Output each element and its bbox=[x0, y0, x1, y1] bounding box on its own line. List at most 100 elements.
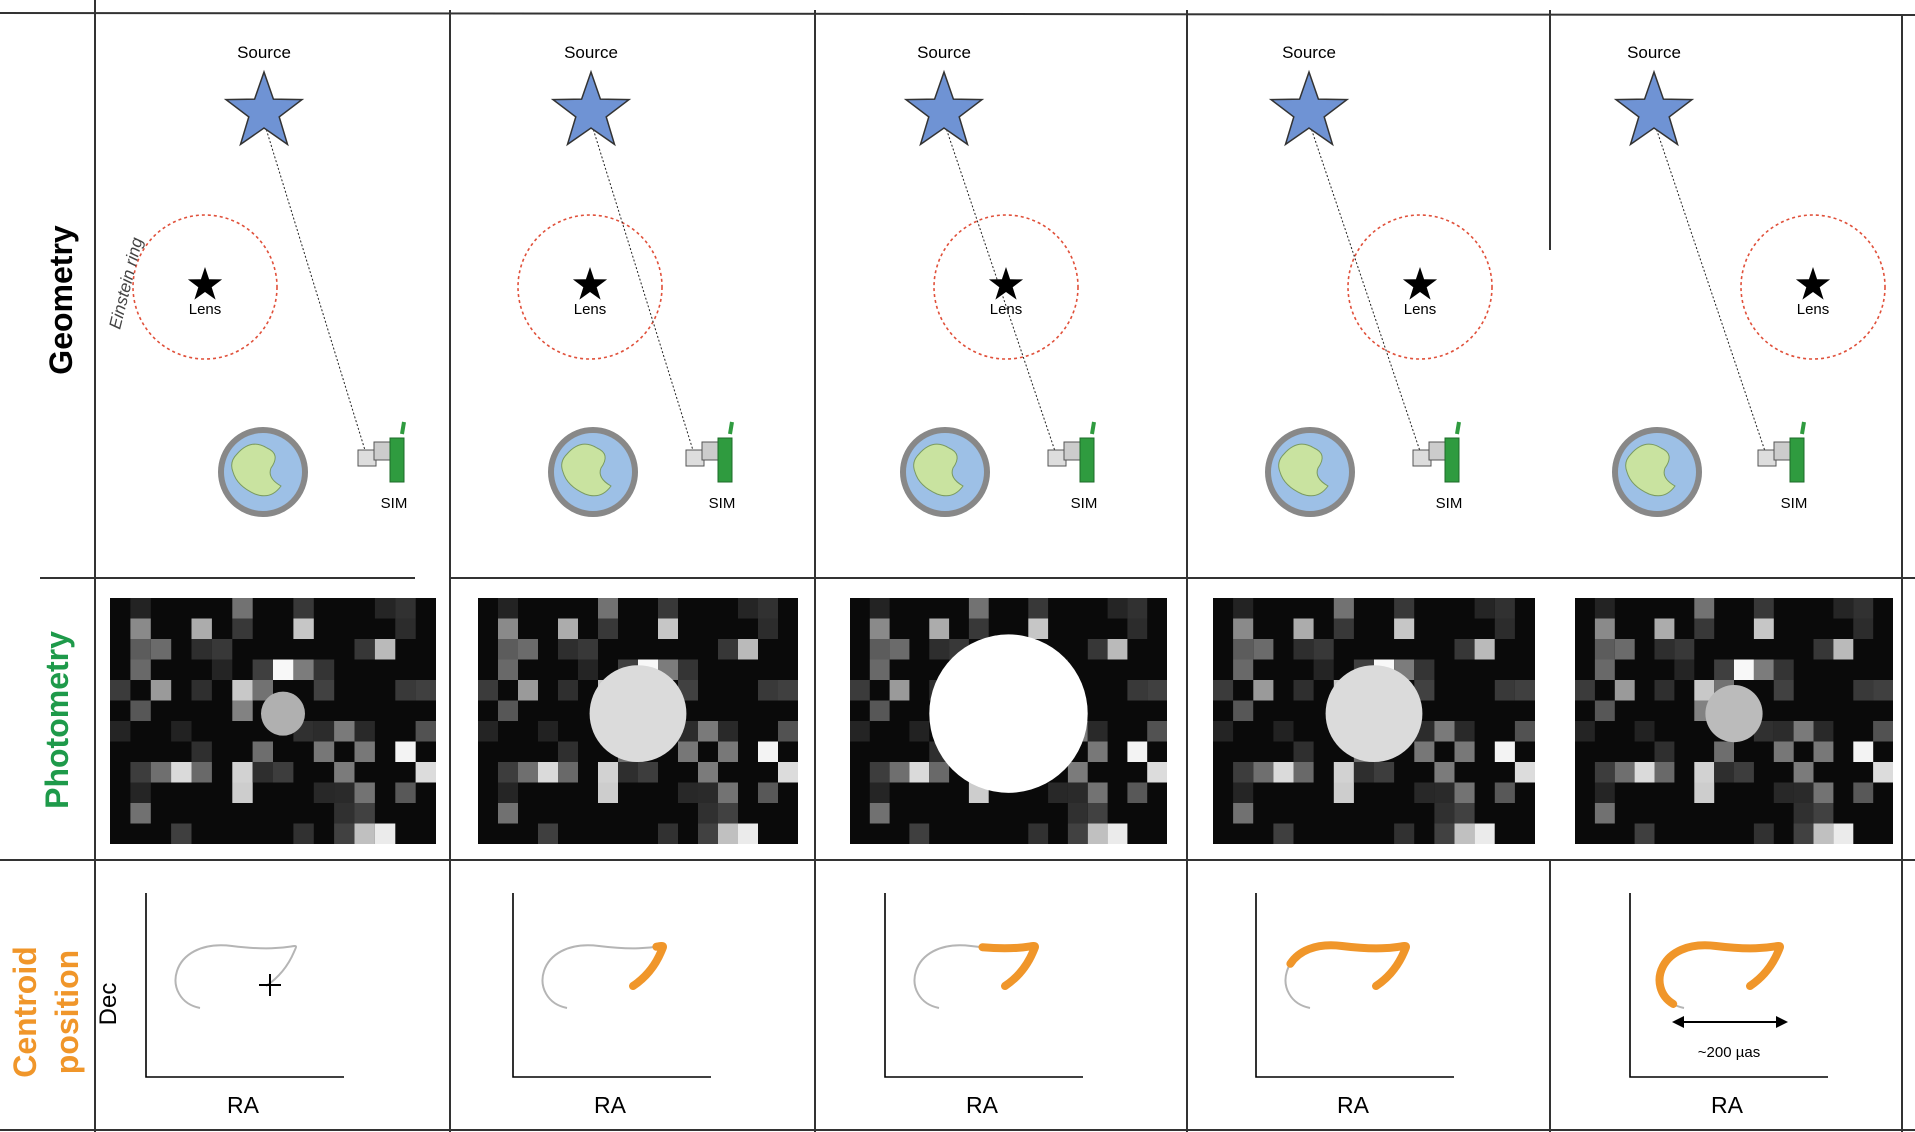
source-star-icon bbox=[1613, 69, 1695, 147]
noise-pixel bbox=[415, 721, 436, 742]
noise-pixel bbox=[498, 659, 518, 680]
noise-pixel bbox=[171, 762, 192, 783]
noise-pixel bbox=[1333, 618, 1354, 639]
ra-axis-label: RA bbox=[1337, 1092, 1370, 1118]
noise-pixel bbox=[395, 680, 416, 701]
noise-pixel bbox=[498, 598, 518, 619]
noise-pixel bbox=[211, 659, 233, 680]
lens-position-marker bbox=[259, 974, 281, 996]
noise-pixel bbox=[889, 762, 910, 783]
noise-pixel bbox=[698, 762, 718, 783]
solar-panel-icon bbox=[389, 437, 405, 483]
noise-pixel bbox=[1514, 762, 1535, 783]
noise-pixel bbox=[1127, 598, 1148, 619]
noise-pixel bbox=[1253, 639, 1274, 660]
noise-pixel bbox=[638, 762, 658, 783]
noise-pixel bbox=[698, 782, 718, 803]
noise-pixel bbox=[354, 639, 375, 660]
noise-pixel bbox=[1654, 618, 1675, 639]
satellite-body-icon bbox=[357, 449, 377, 467]
noise-pixel bbox=[313, 782, 335, 803]
noise-pixel bbox=[130, 803, 151, 824]
noise-pixel bbox=[1674, 659, 1695, 680]
source-label: Source bbox=[1627, 43, 1681, 62]
noise-pixel bbox=[968, 618, 989, 639]
noise-pixel bbox=[1434, 823, 1455, 844]
noise-pixel bbox=[778, 721, 798, 742]
noise-pixel bbox=[1634, 721, 1655, 742]
ra-axis-label: RA bbox=[1711, 1092, 1744, 1118]
noise-pixel bbox=[1147, 680, 1167, 701]
noise-pixel bbox=[1127, 680, 1148, 701]
noise-pixel bbox=[1374, 762, 1395, 783]
line-of-sight bbox=[943, 121, 1059, 461]
noise-pixel bbox=[1654, 741, 1675, 762]
noise-pixel bbox=[968, 598, 989, 619]
noise-pixel bbox=[478, 721, 498, 742]
noise-pixel bbox=[1353, 762, 1374, 783]
noise-pixel bbox=[1273, 721, 1294, 742]
lens-label: Lens bbox=[574, 301, 607, 318]
centroid-track-full bbox=[174, 944, 297, 1009]
antenna-icon bbox=[400, 421, 406, 435]
noise-pixel bbox=[130, 618, 151, 639]
noise-pixel bbox=[498, 762, 518, 783]
noise-pixel bbox=[191, 741, 212, 762]
noise-pixel bbox=[698, 823, 718, 844]
line-of-sight bbox=[263, 121, 369, 461]
noise-pixel bbox=[1714, 741, 1734, 762]
scale-arrow-right-icon bbox=[1776, 1016, 1788, 1028]
noise-pixel bbox=[538, 721, 558, 742]
noise-pixel bbox=[1293, 639, 1314, 660]
einstein-ring bbox=[1740, 214, 1886, 360]
noise-pixel bbox=[738, 823, 758, 844]
noise-pixel bbox=[1394, 598, 1415, 619]
noise-pixel bbox=[374, 823, 396, 844]
noise-pixel bbox=[718, 721, 738, 742]
earth-land bbox=[231, 443, 282, 497]
noise-pixel bbox=[698, 721, 718, 742]
noise-pixel bbox=[1313, 639, 1334, 660]
noise-pixel bbox=[1414, 659, 1435, 680]
noise-pixel bbox=[1674, 639, 1695, 660]
noise-pixel bbox=[1575, 680, 1595, 701]
lens-label: Lens bbox=[189, 301, 222, 318]
noise-pixel bbox=[1127, 782, 1148, 803]
noise-pixel bbox=[354, 823, 375, 844]
noise-pixel bbox=[658, 823, 678, 844]
noise-pixel bbox=[1594, 803, 1615, 824]
noise-pixel bbox=[334, 823, 355, 844]
noise-pixel bbox=[273, 762, 294, 783]
lens-star-icon bbox=[1402, 267, 1438, 300]
noise-pixel bbox=[1873, 721, 1893, 742]
noise-pixel bbox=[1793, 721, 1814, 742]
noise-pixel bbox=[1233, 700, 1254, 721]
noise-pixel bbox=[718, 823, 738, 844]
noise-pixel bbox=[869, 639, 890, 660]
noise-pixel bbox=[1514, 721, 1535, 742]
noise-pixel bbox=[1773, 782, 1794, 803]
noise-pixel bbox=[293, 618, 314, 639]
centroid-track-traversed bbox=[910, 941, 1039, 1012]
noise-pixel bbox=[698, 803, 718, 824]
noise-pixel bbox=[1734, 762, 1754, 783]
row-label-geometry: Geometry bbox=[43, 225, 79, 375]
satellite-body-icon bbox=[1047, 449, 1067, 467]
noise-pixel bbox=[1833, 639, 1854, 660]
noise-pixel bbox=[869, 659, 890, 680]
lens-label: Lens bbox=[1797, 301, 1830, 318]
noise-pixel bbox=[1333, 762, 1354, 783]
noise-pixel bbox=[678, 680, 698, 701]
solar-panel-icon bbox=[717, 437, 733, 483]
source-brightness-blob bbox=[261, 691, 305, 736]
noise-pixel bbox=[909, 721, 930, 742]
noise-pixel bbox=[678, 741, 698, 762]
noise-pixel bbox=[171, 823, 192, 844]
noise-pixel bbox=[518, 680, 538, 701]
noise-pixel bbox=[1494, 680, 1515, 701]
noise-pixel bbox=[1233, 659, 1254, 680]
noise-pixel bbox=[1753, 618, 1774, 639]
